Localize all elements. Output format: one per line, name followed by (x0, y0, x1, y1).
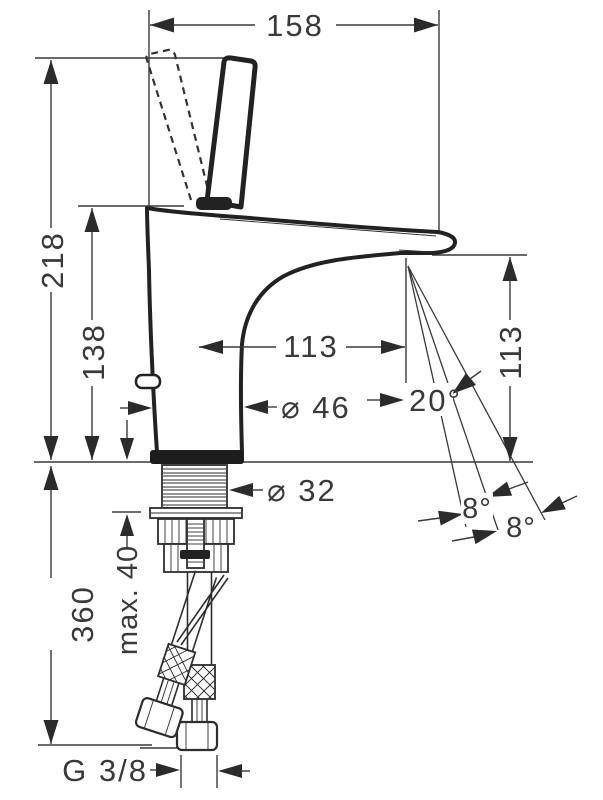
supply-hose-angled (134, 570, 218, 739)
dimension-labels: 158 218 138 113 ⌀ 46 ⌀ 32 113 20° 8° 8° … (35, 8, 536, 788)
dim-total-height-label: 218 (35, 231, 70, 289)
lever-pivot (196, 197, 232, 210)
base-plate (150, 450, 244, 464)
dim-spray-angle-label: 20° (409, 383, 462, 418)
dimension-lines (43, 17, 578, 778)
label-backers (405, 383, 539, 543)
dim-base-diameter-label: ⌀ 46 (281, 390, 351, 425)
drain-pull-rod (176, 574, 229, 646)
dim-swivel-right-label: 8° (506, 512, 536, 544)
spout-inner-line (219, 218, 437, 237)
lever-handle (204, 55, 258, 210)
lever-handle-dashed-position (145, 48, 212, 201)
dim-body-height-label: 138 (76, 323, 111, 381)
dim-shank-diameter-label: ⌀ 32 (267, 473, 337, 508)
faucet-body (134, 206, 458, 464)
temperature-limit-pin (134, 373, 162, 390)
supply-hose-vertical (175, 572, 219, 752)
dim-thread-label: G 3/8 (62, 753, 148, 788)
dim-total-width-label: 158 (266, 8, 324, 43)
hose-hex-nut (175, 720, 219, 752)
dim-spout-reach-label: 113 (283, 329, 338, 364)
aerator-face (398, 249, 432, 253)
dim-max-thickness-label: max. 40 (112, 545, 144, 655)
dim-swivel-left-label: 8° (462, 493, 492, 525)
extension-lines (35, 10, 527, 788)
dim-spout-height-label: 113 (493, 324, 528, 379)
hose-hex-nut-angled (134, 697, 184, 739)
mounting-shank (149, 464, 243, 573)
dim-below-counter-label: 360 (65, 585, 100, 643)
fixing-bolt-head (180, 550, 210, 559)
